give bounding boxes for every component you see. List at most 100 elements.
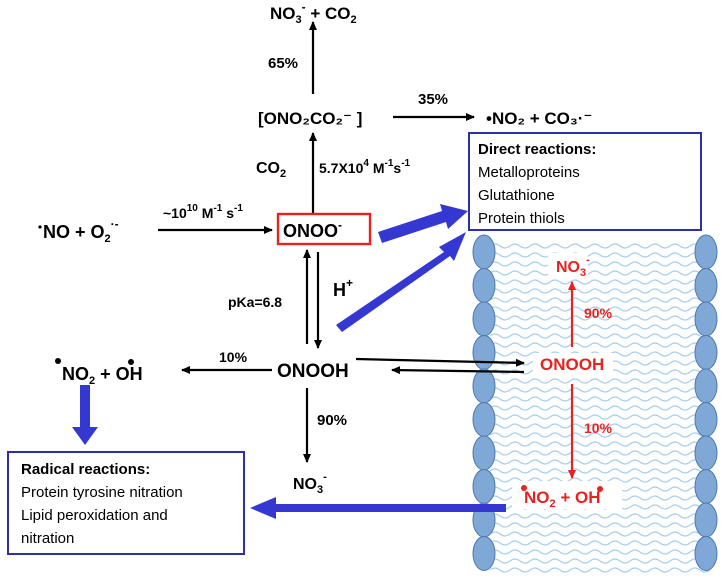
lipid-head xyxy=(694,301,718,337)
lipid-tail xyxy=(489,567,711,573)
percent-35: 35% xyxy=(418,91,448,108)
radical-products-right: •NO₂ + CO₃·⁻ xyxy=(486,109,592,128)
blue-arrows xyxy=(72,204,506,519)
lipid-tail xyxy=(489,549,711,555)
lipid-head xyxy=(472,335,496,370)
lipid-tail xyxy=(489,405,711,411)
lipid-tail xyxy=(489,297,711,303)
oh-radical-dot xyxy=(128,359,134,365)
lipid-head xyxy=(472,402,496,437)
radical-item-lipid-peroxidation: Lipid peroxidation and xyxy=(21,507,168,524)
radical-item-tyrosine-nitration: Protein tyrosine nitration xyxy=(21,484,183,501)
lipid-tail xyxy=(489,333,711,339)
radical-item-nitration: nitration xyxy=(21,530,75,547)
co2-rate-constant: 5.7X104 M-1s-1 xyxy=(319,158,411,176)
lipid-head xyxy=(472,234,496,270)
arrow-peroxynitrite-to-direct xyxy=(378,204,468,243)
lipid-head xyxy=(694,536,718,571)
membrane-percent-90: 90% xyxy=(584,305,613,321)
membrane-onooh: ONOOH xyxy=(540,355,604,374)
percent-10-left: 10% xyxy=(219,349,248,365)
arrow-onooh-into-membrane xyxy=(355,357,525,367)
lipid-tail xyxy=(489,252,711,258)
lipid-tail xyxy=(489,396,711,402)
lipid-head xyxy=(472,469,496,504)
lipid-head xyxy=(472,536,496,571)
lipid-tail xyxy=(489,522,711,528)
lipid-tail xyxy=(489,441,711,447)
reaction-arrows xyxy=(158,21,525,463)
arrow-membrane-to-radical-box xyxy=(250,497,506,519)
lipid-tail xyxy=(489,315,711,321)
percent-65: 65% xyxy=(268,55,298,72)
carbonate-adduct: [ONO₂CO₂⁻ ] xyxy=(258,109,362,128)
radical-reactions-box: Radical reactions: Protein tyrosine nitr… xyxy=(7,451,245,555)
formation-rate-constant: ~1010 M-1 s-1 xyxy=(163,203,243,221)
direct-reactions-box: Direct reactions: Metalloproteins Glutat… xyxy=(468,132,702,231)
lipid-head xyxy=(472,368,496,404)
lipid-head xyxy=(694,335,718,370)
radicals-left-label: NO2 + OH xyxy=(62,364,143,387)
label-backdrop xyxy=(533,353,613,377)
lipid-tail xyxy=(489,423,711,429)
nitrate-bottom: NO3- xyxy=(293,471,327,496)
proton-label: H+ xyxy=(333,276,353,300)
lipid-head xyxy=(472,301,496,337)
membrane-nitrate: NO3- xyxy=(556,254,590,279)
lipid-tail xyxy=(489,387,711,393)
lipid-tail xyxy=(489,558,711,564)
peroxynitrite-label: ONOO- xyxy=(283,218,342,241)
direct-item-metalloproteins: Metalloproteins xyxy=(478,164,580,181)
arrow-radicals-to-radical-box xyxy=(72,385,98,445)
lipid-tail xyxy=(489,288,711,294)
percent-90-down: 90% xyxy=(317,412,347,429)
membrane-percent-10: 10% xyxy=(584,420,613,436)
lipid-tail xyxy=(489,306,711,312)
peroxynitrite-highlight-box xyxy=(276,212,372,246)
lipid-head xyxy=(694,435,718,471)
lipid-head xyxy=(694,368,718,404)
membrane-radicals: NO2 + OH xyxy=(524,488,601,510)
arrow-h-to-direct xyxy=(336,232,466,332)
lipid-head xyxy=(694,469,718,504)
no-radical-dot xyxy=(38,225,42,229)
lipid-head xyxy=(694,234,718,270)
lipid-tail xyxy=(489,324,711,330)
lipid-tail xyxy=(489,531,711,537)
lipid-tail xyxy=(489,279,711,285)
no2-radical-dot xyxy=(55,358,61,364)
lipid-head xyxy=(472,435,496,471)
lipid-tail xyxy=(489,450,711,456)
lipid-tail xyxy=(489,513,711,519)
arrow-membrane-onooh-out xyxy=(391,366,525,375)
lipid-tail xyxy=(489,243,711,249)
direct-item-glutathione: Glutathione xyxy=(478,187,555,204)
lipid-head xyxy=(472,268,496,303)
direct-item-protein-thiols: Protein thiols xyxy=(478,210,565,227)
lipid-head xyxy=(694,268,718,303)
reactants-label: NO + O2·- xyxy=(43,217,119,245)
direct-reactions-title: Direct reactions: xyxy=(478,141,597,158)
lipid-tail xyxy=(489,540,711,546)
lipid-tail xyxy=(489,432,711,438)
lipid-tail xyxy=(489,261,711,267)
lipid-tail xyxy=(489,378,711,384)
lipid-tail xyxy=(489,342,711,348)
lipid-head xyxy=(694,402,718,437)
top-products: NO3- + CO2 xyxy=(270,0,357,26)
onooh-label: ONOOH xyxy=(277,361,349,382)
label-backdrop xyxy=(548,253,588,277)
lipid-tail xyxy=(489,459,711,465)
membrane-no2-dot xyxy=(521,485,527,491)
lipid-head xyxy=(694,502,718,538)
radical-reactions-title: Radical reactions: xyxy=(21,461,151,478)
co2-label: CO2 xyxy=(256,160,286,180)
lipid-tail xyxy=(489,468,711,474)
membrane-oh-dot xyxy=(597,486,603,492)
label-backdrop xyxy=(512,481,622,509)
lipid-tail xyxy=(489,270,711,276)
pka-label: pKa=6.8 xyxy=(228,294,282,310)
membrane-bilayer xyxy=(472,234,718,573)
